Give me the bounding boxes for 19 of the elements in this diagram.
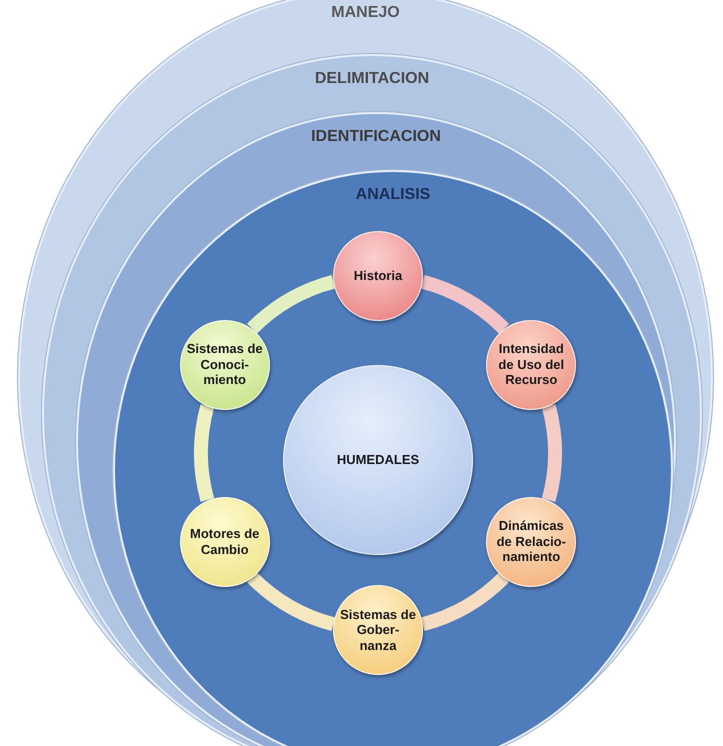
band-label: MANEJO (331, 4, 400, 22)
ring-connector (247, 275, 336, 334)
ring-connector (542, 404, 562, 502)
node-label: Sistemas de Gober-nanza (339, 606, 417, 654)
node-label: HUMEDALES (336, 452, 420, 468)
band-label: DELIMITACION (314, 70, 430, 88)
ring-connector (194, 404, 214, 502)
node-label: Dinámicas de Relacio-namiento (496, 518, 567, 565)
node-label: Motores de Cambio (189, 526, 260, 558)
circle-node (486, 320, 576, 410)
ring-connector (247, 572, 336, 631)
band-label: IDENTIFICACION (311, 128, 441, 146)
ring-connector (420, 275, 509, 334)
node-label: Historia (352, 268, 404, 284)
band-label: ANALISIS (356, 186, 430, 204)
ring-connector (420, 572, 509, 631)
node-label: Sistemas de Conoci-miento (186, 341, 264, 388)
node-label: Intensidad de Uso del Recurso (497, 341, 566, 388)
circle-node (486, 496, 576, 586)
